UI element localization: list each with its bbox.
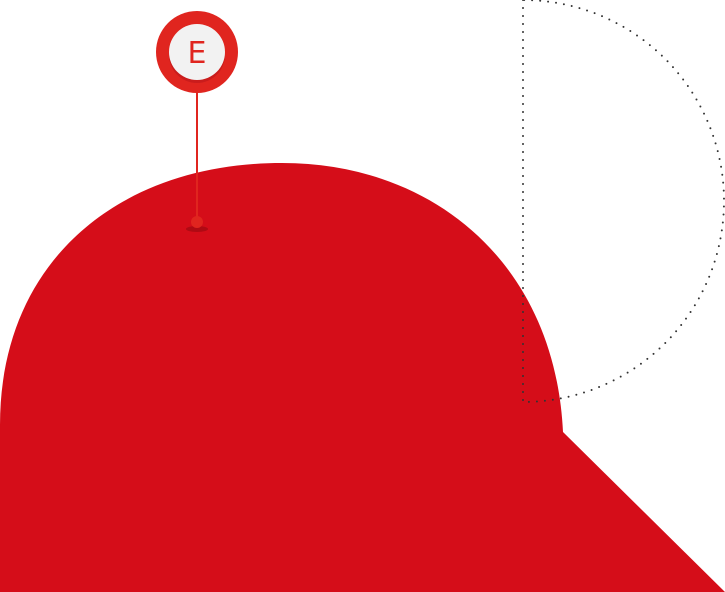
marker-face [169,24,225,80]
location-pin-callout-icon: E [156,11,238,93]
red-cap-shape [0,163,725,592]
marker-letter-label: E [188,36,207,71]
dotted-semicircle-outline [522,0,725,404]
callout-anchor-dot [191,216,203,228]
callout-anchor-shadow [186,226,208,232]
